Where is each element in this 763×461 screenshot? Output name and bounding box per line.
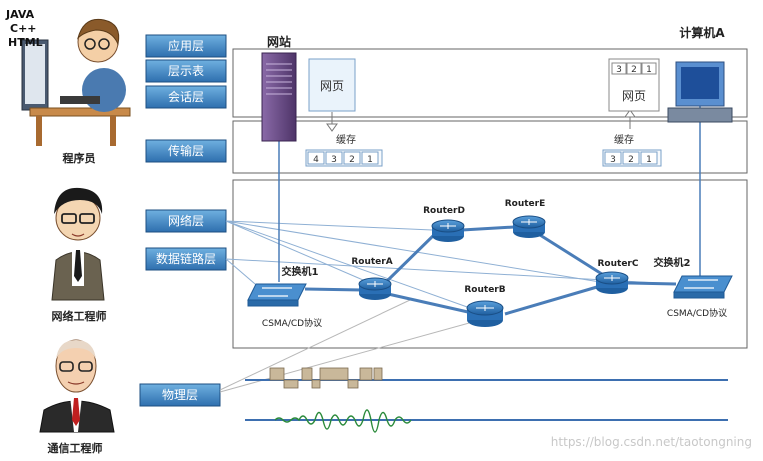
svg-text:网页: 网页 xyxy=(622,89,646,103)
website-server-icon xyxy=(261,52,297,142)
computer-title: 计算机A xyxy=(679,25,725,40)
router-d-label: RouterD xyxy=(423,206,465,216)
network-engineer-illustration xyxy=(51,187,105,301)
svg-text:4: 4 xyxy=(313,155,319,165)
website-webpage: 网页 xyxy=(308,58,356,112)
computer-webpage: 3 2 1 网页 xyxy=(608,58,660,112)
switch1-label: 交换机1 xyxy=(282,265,319,278)
transport-section-box xyxy=(232,120,748,174)
physical-digital-signal xyxy=(245,367,728,389)
router-c-icon xyxy=(595,271,629,294)
svg-text:3: 3 xyxy=(610,155,616,165)
network-engineer-label: 网络工程师 xyxy=(52,309,107,323)
layer-label-application: 应用层 xyxy=(145,34,227,58)
watermark-text: https://blog.csdn.net/taotongning xyxy=(551,435,752,449)
svg-text:1: 1 xyxy=(646,155,652,165)
svg-text:2: 2 xyxy=(349,155,355,165)
router-a-label: RouterA xyxy=(351,257,392,267)
svg-text:应用层: 应用层 xyxy=(168,38,204,53)
programmer-label: 程序员 xyxy=(63,151,96,165)
switch2-protocol: CSMA/CD协议 xyxy=(667,307,727,319)
website-cache-label: 缓存 xyxy=(336,133,356,146)
physical-pointer-lines xyxy=(219,299,481,393)
router-a-icon xyxy=(358,277,392,300)
layer-label-physical: 物理层 xyxy=(139,383,221,407)
svg-text:层示表: 层示表 xyxy=(168,64,204,78)
svg-text:2: 2 xyxy=(631,65,637,75)
programmer-lang-html: HTML xyxy=(8,36,43,49)
programmer-lang-java: JAVA xyxy=(5,8,35,21)
layer-label-session: 会话层 xyxy=(145,85,227,109)
svg-text:网络层: 网络层 xyxy=(168,213,204,228)
network-pointer-lines xyxy=(225,220,601,309)
physical-analog-signal xyxy=(245,409,728,433)
network-section-box xyxy=(232,179,748,349)
router-c-label: RouterC xyxy=(598,259,639,269)
switch1-protocol: CSMA/CD协议 xyxy=(262,317,322,329)
svg-text:1: 1 xyxy=(646,65,652,75)
switch2-icon xyxy=(673,275,733,299)
programmer-lang-cpp: C++ xyxy=(10,22,37,35)
layer-label-network: 网络层 xyxy=(145,209,227,233)
svg-text:1: 1 xyxy=(367,155,373,165)
svg-text:物理层: 物理层 xyxy=(162,388,198,402)
router-d-icon xyxy=(431,219,465,242)
router-b-icon xyxy=(466,300,504,327)
network-links xyxy=(304,225,677,316)
svg-text:3: 3 xyxy=(331,155,337,165)
switch1-icon xyxy=(247,283,307,307)
layer-label-transport: 传输层 xyxy=(145,139,227,163)
computer-cache-label: 缓存 xyxy=(614,133,634,146)
programmer-illustration xyxy=(21,18,131,146)
switch2-label: 交换机2 xyxy=(654,256,691,269)
layer-label-presentation: 层示表 xyxy=(145,59,227,83)
computer-cache-buffer: 3 2 1 xyxy=(602,149,662,167)
application-section-box xyxy=(232,48,748,118)
svg-text:会话层: 会话层 xyxy=(168,90,204,104)
telecom-engineer-illustration xyxy=(39,339,115,433)
router-b-label: RouterB xyxy=(464,285,505,295)
telecom-engineer-label: 通信工程师 xyxy=(48,441,103,455)
svg-text:传输层: 传输层 xyxy=(168,143,204,158)
router-e-label: RouterE xyxy=(505,199,546,209)
svg-text:2: 2 xyxy=(628,155,634,165)
svg-text:3: 3 xyxy=(616,65,622,75)
website-title: 网站 xyxy=(267,34,291,49)
svg-text:网页: 网页 xyxy=(320,79,344,93)
router-e-icon xyxy=(512,215,546,238)
layer-label-datalink: 数据链路层 xyxy=(145,247,227,271)
svg-text:数据链路层: 数据链路层 xyxy=(156,251,216,266)
website-cache-buffer: 4 3 2 1 xyxy=(305,149,383,167)
computer-icon xyxy=(667,61,733,123)
